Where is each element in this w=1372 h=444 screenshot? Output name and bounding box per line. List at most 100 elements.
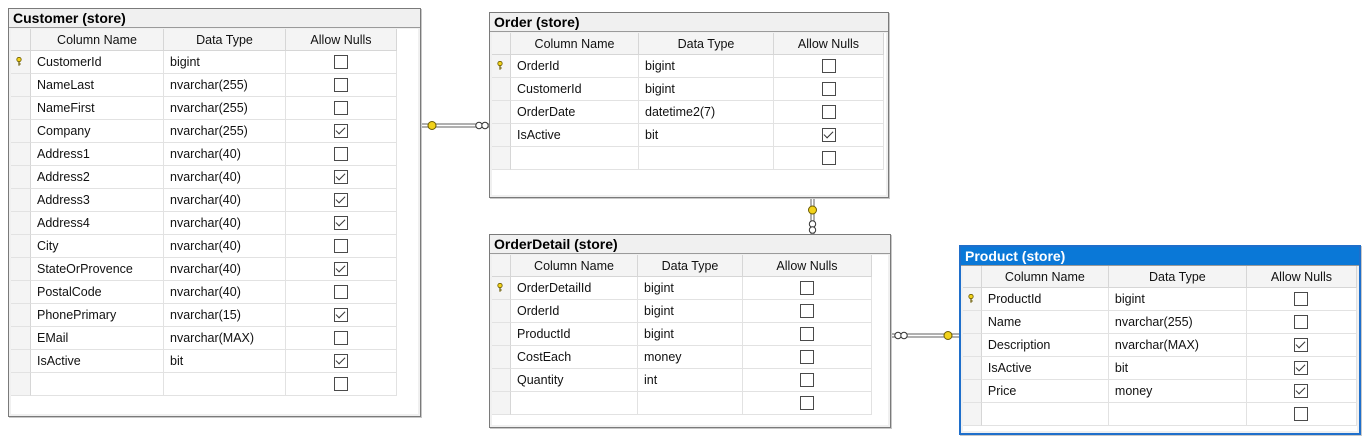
data-type-cell[interactable] bbox=[1108, 403, 1247, 426]
data-type-cell[interactable]: nvarchar(255) bbox=[164, 120, 286, 143]
column-name-cell[interactable]: PostalCode bbox=[31, 281, 164, 304]
column-name-cell[interactable]: IsActive bbox=[981, 357, 1109, 380]
data-type-cell[interactable]: nvarchar(255) bbox=[1108, 311, 1247, 334]
table-title[interactable]: Product (store) bbox=[961, 247, 1359, 266]
data-type-cell[interactable]: nvarchar(40) bbox=[164, 189, 286, 212]
row-selector[interactable] bbox=[11, 350, 31, 373]
column-name-cell[interactable]: PhonePrimary bbox=[31, 304, 164, 327]
column-name-cell[interactable]: Address3 bbox=[31, 189, 164, 212]
data-type-cell[interactable]: nvarchar(MAX) bbox=[164, 327, 286, 350]
column-name-cell[interactable]: Name bbox=[981, 311, 1109, 334]
column-name-cell[interactable]: Quantity bbox=[511, 369, 638, 392]
column-name-cell[interactable]: ProductId bbox=[981, 288, 1109, 311]
allow-nulls-checkbox[interactable] bbox=[334, 308, 348, 322]
allow-nulls-header[interactable]: Allow Nulls bbox=[774, 33, 884, 55]
allow-nulls-checkbox[interactable] bbox=[800, 396, 814, 410]
data-type-cell[interactable]: bit bbox=[1108, 357, 1247, 380]
column-name-header[interactable]: Column Name bbox=[511, 255, 638, 277]
row-selector[interactable] bbox=[11, 304, 31, 327]
row-selector[interactable] bbox=[11, 166, 31, 189]
data-type-cell[interactable]: nvarchar(40) bbox=[164, 143, 286, 166]
allow-nulls-checkbox[interactable] bbox=[821, 151, 836, 165]
column-name-cell[interactable]: City bbox=[31, 235, 164, 258]
row-selector[interactable] bbox=[492, 55, 511, 78]
column-name-cell[interactable]: IsActive bbox=[511, 124, 639, 147]
column-name-cell[interactable]: CustomerId bbox=[31, 51, 164, 74]
column-name-cell[interactable]: OrderDetailId bbox=[511, 277, 638, 300]
row-selector[interactable] bbox=[963, 403, 982, 426]
allow-nulls-checkbox[interactable] bbox=[334, 124, 348, 138]
data-type-cell[interactable]: bigint bbox=[638, 277, 743, 300]
row-selector[interactable] bbox=[11, 189, 31, 212]
row-selector[interactable] bbox=[11, 258, 31, 281]
row-selector[interactable] bbox=[492, 323, 511, 346]
allow-nulls-checkbox[interactable] bbox=[1294, 292, 1309, 306]
table-row[interactable] bbox=[492, 392, 888, 415]
data-type-header[interactable]: Data Type bbox=[638, 255, 743, 277]
data-type-cell[interactable]: nvarchar(255) bbox=[164, 74, 286, 97]
column-name-cell[interactable]: Price bbox=[981, 380, 1109, 403]
column-name-cell[interactable]: Address1 bbox=[31, 143, 164, 166]
row-selector[interactable] bbox=[11, 51, 31, 74]
row-selector[interactable] bbox=[11, 120, 31, 143]
row-selector[interactable] bbox=[492, 277, 511, 300]
allow-nulls-checkbox[interactable] bbox=[334, 262, 348, 276]
relationship-order-orderdetail[interactable] bbox=[808, 199, 817, 234]
allow-nulls-checkbox[interactable] bbox=[334, 193, 348, 207]
row-selector[interactable] bbox=[963, 334, 982, 357]
column-name-header[interactable]: Column Name bbox=[981, 266, 1109, 288]
column-name-header[interactable]: Column Name bbox=[31, 29, 164, 51]
allow-nulls-header[interactable]: Allow Nulls bbox=[1246, 266, 1357, 288]
row-selector[interactable] bbox=[492, 124, 511, 147]
column-name-cell[interactable] bbox=[511, 392, 638, 415]
row-selector[interactable] bbox=[963, 311, 982, 334]
row-selector[interactable] bbox=[492, 392, 511, 415]
data-type-cell[interactable]: bigint bbox=[638, 323, 743, 346]
column-name-header[interactable]: Column Name bbox=[511, 33, 639, 55]
column-name-cell[interactable]: OrderId bbox=[511, 300, 638, 323]
column-name-cell[interactable]: Company bbox=[31, 120, 164, 143]
allow-nulls-checkbox[interactable] bbox=[334, 78, 348, 92]
allow-nulls-checkbox[interactable] bbox=[800, 373, 814, 387]
data-type-cell[interactable]: bigint bbox=[639, 78, 774, 101]
data-type-cell[interactable]: nvarchar(40) bbox=[164, 166, 286, 189]
table-title[interactable]: Order (store) bbox=[490, 13, 888, 32]
column-name-cell[interactable] bbox=[511, 147, 639, 170]
row-selector[interactable] bbox=[11, 143, 31, 166]
column-name-cell[interactable]: Description bbox=[981, 334, 1109, 357]
data-type-cell[interactable]: money bbox=[1108, 380, 1247, 403]
allow-nulls-checkbox[interactable] bbox=[334, 354, 348, 368]
allow-nulls-checkbox[interactable] bbox=[334, 147, 348, 161]
row-selector[interactable] bbox=[492, 147, 511, 170]
allow-nulls-checkbox[interactable] bbox=[1294, 315, 1309, 329]
row-selector[interactable] bbox=[492, 78, 511, 101]
column-name-cell[interactable]: OrderDate bbox=[511, 101, 639, 124]
data-type-cell[interactable]: bigint bbox=[639, 55, 774, 78]
data-type-cell[interactable]: bit bbox=[164, 350, 286, 373]
allow-nulls-checkbox[interactable] bbox=[800, 281, 814, 295]
data-type-cell[interactable]: nvarchar(255) bbox=[164, 97, 286, 120]
row-selector[interactable] bbox=[11, 327, 31, 350]
data-type-header[interactable]: Data Type bbox=[639, 33, 774, 55]
column-name-cell[interactable]: CostEach bbox=[511, 346, 638, 369]
row-selector[interactable] bbox=[11, 212, 31, 235]
